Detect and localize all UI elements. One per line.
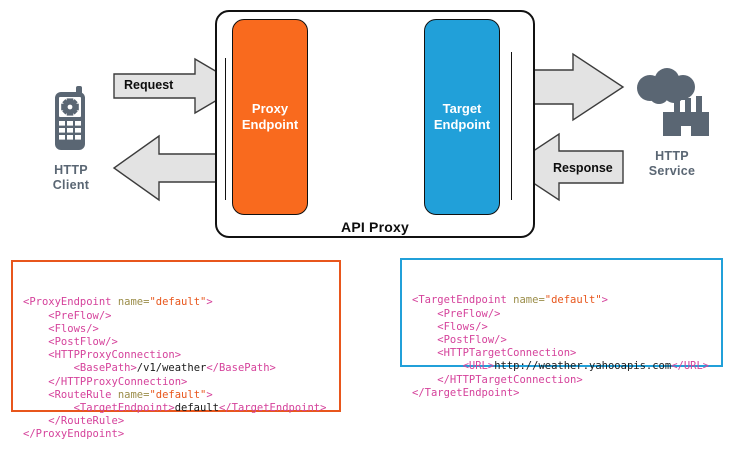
code-token: <TargetEndpoint bbox=[412, 294, 514, 307]
code-token: <ProxyEndpoint bbox=[23, 296, 118, 309]
code-token: name= bbox=[117, 296, 150, 309]
code-line: </HTTPTargetConnection> bbox=[412, 374, 711, 387]
code-token: </ProxyEndpoint> bbox=[23, 428, 125, 441]
http-client-label-line1: HTTP bbox=[54, 163, 88, 177]
target-right-connector-line bbox=[511, 52, 512, 200]
code-line: </HTTPProxyConnection> bbox=[23, 376, 329, 389]
code-token: default bbox=[174, 402, 219, 415]
code-line: <PreFlow/> bbox=[23, 310, 329, 323]
mobile-phone-gear-icon bbox=[55, 86, 85, 150]
code-token: <Flows/> bbox=[23, 322, 99, 335]
code-token: </BasePath> bbox=[206, 362, 276, 375]
code-line: <URL>http://weather.yahooapis.com</URL> bbox=[412, 360, 711, 373]
http-client-label-line2: Client bbox=[52, 177, 90, 192]
code-line: </ProxyEndpoint> bbox=[23, 428, 329, 441]
code-token: </URL> bbox=[671, 360, 710, 373]
target-endpoint-line1: Target bbox=[442, 100, 482, 116]
code-line: <PostFlow/> bbox=[23, 336, 329, 349]
code-token: name= bbox=[117, 388, 150, 401]
code-token: "default" bbox=[544, 294, 602, 307]
code-line: <ProxyEndpoint name="default"> bbox=[23, 296, 329, 309]
proxy-endpoint-line1: Proxy bbox=[251, 100, 289, 116]
code-line: </TargetEndpoint> bbox=[412, 387, 711, 400]
diagram-canvas: HTTP Client HTTP Service bbox=[11, 10, 723, 440]
code-line: </RouteRule> bbox=[23, 415, 329, 428]
code-line: <BasePath>/v1/weather</BasePath> bbox=[23, 362, 329, 375]
target-code-lines: <TargetEndpoint name="default"> <PreFlow… bbox=[412, 294, 711, 400]
code-token: http://weather.yahooapis.com bbox=[494, 360, 672, 373]
cloud-factory-icon bbox=[637, 68, 709, 136]
http-client-node: HTTP Client bbox=[38, 86, 104, 193]
api-proxy-label: API Proxy bbox=[341, 219, 409, 235]
code-line: <RouteRule name="default"> bbox=[23, 389, 329, 402]
target-endpoint-box[interactable]: Target Endpoint bbox=[424, 19, 500, 215]
code-token: <HTTPProxyConnection> bbox=[23, 349, 182, 362]
code-token: </HTTPTargetConnection> bbox=[412, 373, 583, 386]
code-token: "default" bbox=[149, 296, 207, 309]
code-line: <TargetEndpoint name="default"> bbox=[412, 294, 711, 307]
code-line: <HTTPProxyConnection> bbox=[23, 349, 329, 362]
code-token: name= bbox=[513, 294, 545, 307]
http-service-label-line2: Service bbox=[648, 163, 696, 178]
code-line: <Flows/> bbox=[412, 321, 711, 334]
code-token: <PostFlow/> bbox=[412, 334, 507, 347]
target-endpoint-code-block: <TargetEndpoint name="default"> <PreFlow… bbox=[400, 258, 723, 399]
target-endpoint-label: Target Endpoint bbox=[434, 101, 490, 134]
code-line: <HTTPTargetConnection> bbox=[412, 347, 711, 360]
http-service-node: HTTP Service bbox=[628, 68, 716, 179]
code-line: <Flows/> bbox=[23, 323, 329, 336]
code-token: <PostFlow/> bbox=[23, 336, 118, 349]
code-token: > bbox=[601, 294, 608, 307]
target-endpoint-line2: Endpoint bbox=[433, 117, 491, 132]
code-token: </HTTPProxyConnection> bbox=[23, 375, 188, 388]
code-token: <BasePath> bbox=[23, 362, 137, 375]
http-service-label-line1: HTTP bbox=[655, 149, 689, 163]
code-token: <PreFlow/> bbox=[412, 307, 501, 320]
proxy-code-lines: <ProxyEndpoint name="default"> <PreFlow/… bbox=[23, 296, 329, 441]
code-token: > bbox=[206, 296, 213, 309]
code-token: > bbox=[206, 388, 213, 401]
proxy-endpoint-label: Proxy Endpoint bbox=[242, 101, 298, 134]
proxy-left-connector-line bbox=[225, 58, 226, 200]
code-token: </RouteRule> bbox=[23, 415, 125, 428]
code-token: <HTTPTargetConnection> bbox=[412, 347, 577, 360]
request-arrow-label: Request bbox=[124, 78, 174, 92]
proxy-endpoint-line2: Endpoint bbox=[241, 117, 299, 132]
code-line: <PreFlow/> bbox=[412, 308, 711, 321]
code-token: <PreFlow/> bbox=[23, 309, 112, 322]
response-arrow-label: Response bbox=[553, 161, 613, 175]
code-token: <URL> bbox=[412, 360, 495, 373]
code-token: "default" bbox=[149, 388, 207, 401]
code-token: </TargetEndpoint> bbox=[412, 386, 520, 399]
code-line: <TargetEndpoint>default</TargetEndpoint> bbox=[23, 402, 329, 415]
code-token: /v1/weather bbox=[136, 362, 207, 375]
proxy-endpoint-box[interactable]: Proxy Endpoint bbox=[232, 19, 308, 215]
code-token: </TargetEndpoint> bbox=[218, 402, 327, 415]
code-token: <RouteRule bbox=[23, 388, 118, 401]
code-token: <Flows/> bbox=[412, 320, 488, 333]
proxy-endpoint-code-block: <ProxyEndpoint name="default"> <PreFlow/… bbox=[11, 260, 341, 440]
code-line: <PostFlow/> bbox=[412, 334, 711, 347]
code-token: <TargetEndpoint> bbox=[23, 402, 175, 415]
